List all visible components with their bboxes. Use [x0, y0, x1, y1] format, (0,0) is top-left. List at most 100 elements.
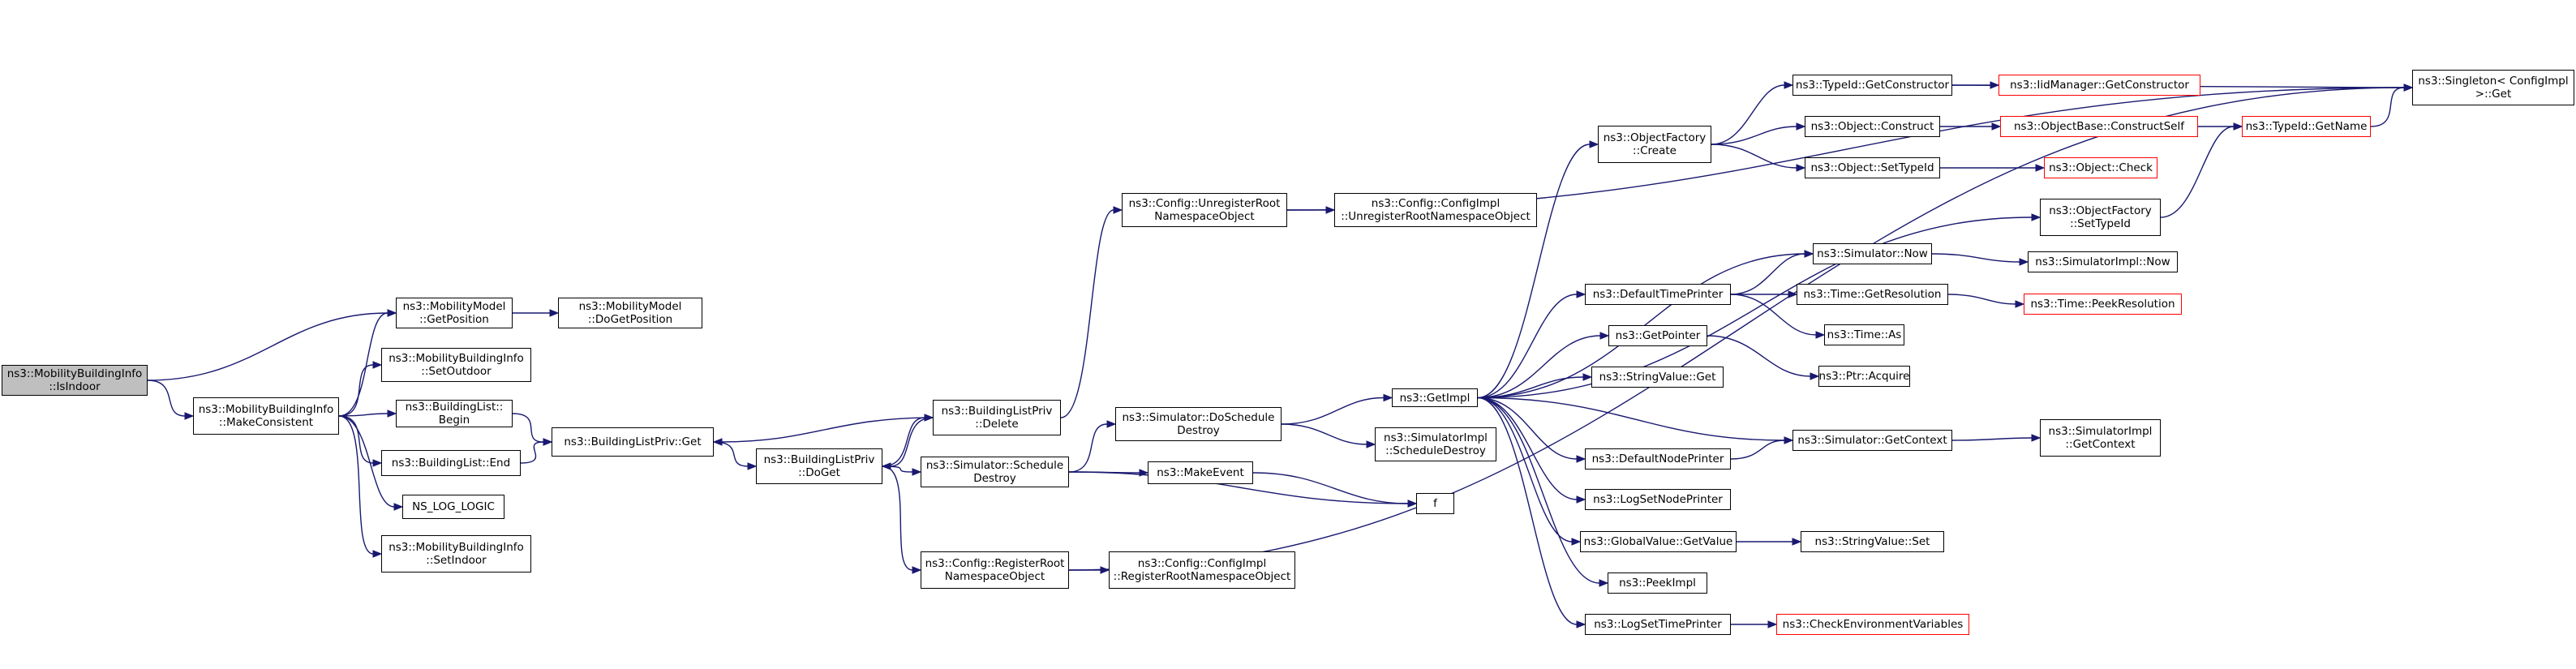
node-blbegin[interactable]: ns3::BuildingList::Begin	[396, 400, 513, 427]
edge-makeconsistent-to-getposition	[338, 312, 389, 417]
node-peekresolution[interactable]: ns3::Time::PeekResolution	[2024, 294, 2182, 315]
edge-getimpl-to-logsetnodeprinter	[1477, 397, 1578, 500]
node-stringvalueget[interactable]: ns3::StringValue::Get	[1591, 367, 1724, 388]
node-logsetnodeprinter[interactable]: ns3::LogSetNodePrinter	[1585, 489, 1731, 510]
node-singleton[interactable]: ns3::Singleton< ConfigImpl>::Get	[2412, 70, 2574, 105]
arrowhead-objconstruct-to-constructself	[1991, 122, 2002, 131]
arrowhead-getimpl-to-logsetnodeprinter	[1576, 495, 1586, 504]
arrowhead-doschedule-to-simimplsched	[1366, 440, 1376, 448]
node-timeas[interactable]: ns3::Time::As	[1824, 324, 1904, 345]
node-setindoor[interactable]: ns3::MobilityBuildingInfo::SetIndoor	[381, 535, 531, 573]
node-objcheck[interactable]: ns3::Object::Check	[2044, 157, 2157, 178]
node-blpdelete[interactable]: ns3::BuildingListPriv::Delete	[933, 400, 1061, 435]
node-getpointer[interactable]: ns3::GetPointer	[1608, 325, 1707, 346]
edge-unregroot-to-singleton	[1286, 87, 2405, 211]
node-getname[interactable]: ns3::TypeId::GetName	[2242, 116, 2371, 137]
node-globalvalue[interactable]: ns3::GlobalValue::GetValue	[1580, 531, 1737, 552]
node-label: Destroy	[1177, 424, 1220, 437]
node-simnow[interactable]: ns3::Simulator::Now	[1813, 243, 1932, 264]
edge-blpdelete-to-unregroot	[1060, 209, 1114, 418]
arrowhead-simgetcontext-to-simimplgetcontext	[2031, 434, 2041, 442]
arrowhead-ofcreate-to-getconstructor	[1784, 81, 1794, 89]
node-logsettimeprinter[interactable]: ns3::LogSetTimePrinter	[1585, 614, 1731, 635]
arrowhead-ofcreate-to-objsettypeid	[1796, 164, 1806, 172]
node-label: ns3::Singleton< ConfigImpl	[2418, 75, 2569, 88]
node-label: NamespaceObject	[1154, 210, 1255, 223]
node-objsettypeid[interactable]: ns3::Object::SetTypeId	[1805, 157, 1940, 178]
node-label: ns3::DefaultTimePrinter	[1592, 288, 1724, 301]
node-deftimeprinter[interactable]: ns3::DefaultTimePrinter	[1585, 284, 1731, 305]
node-label: Destroy	[973, 472, 1016, 485]
node-simimplsched[interactable]: ns3::SimulatorImpl::ScheduleDestroy	[1375, 427, 1496, 461]
node-getimpl[interactable]: ns3::GetImpl	[1392, 388, 1478, 407]
arrowhead-doschedule-to-getimpl	[1383, 393, 1393, 402]
node-getposition[interactable]: ns3::MobilityModel::GetPosition	[396, 298, 513, 328]
node-label: ::SetIndoor	[426, 554, 487, 567]
arrowhead-getimpl-to-peekimpl	[1599, 579, 1609, 587]
node-defnodeprinter[interactable]: ns3::DefaultNodePrinter	[1585, 448, 1731, 470]
node-stringvalueset[interactable]: ns3::StringValue::Set	[1801, 531, 1944, 552]
arrowhead-getimpl-to-ofsettypeid	[2031, 213, 2041, 221]
node-makeconsistent[interactable]: ns3::MobilityBuildingInfo::MakeConsisten…	[193, 397, 339, 435]
node-simgetcontext[interactable]: ns3::Simulator::GetContext	[1792, 430, 1952, 451]
node-f[interactable]: f	[1416, 493, 1454, 514]
edge-doschedule-to-getimpl	[1281, 397, 1385, 425]
node-label: ::DoGetPosition	[587, 313, 673, 326]
edge-blpdelete-to-blpdoget	[890, 417, 934, 467]
node-label: ns3::Config::UnregisterRoot	[1128, 197, 1281, 210]
edge-defnodeprinter-to-simgetcontext	[1730, 440, 1785, 460]
arrowhead-makeconsistent-to-setindoor	[372, 550, 383, 558]
edge-getimpl-to-ofsettypeid	[1477, 217, 2033, 399]
node-cfgreg[interactable]: ns3::Config::ConfigImpl::RegisterRootNam…	[1109, 551, 1295, 589]
arrowhead-getimpl-to-defnodeprinter	[1576, 455, 1586, 463]
node-label: ::SetOutdoor	[421, 365, 492, 378]
arrowhead-blpget-to-blpdoget	[747, 462, 758, 470]
node-label: ns3::BuildingList::	[405, 401, 504, 414]
edge-getname-to-singleton	[2370, 87, 2405, 127]
node-isindoor[interactable]: ns3::MobilityBuildingInfo::IsIndoor	[2, 365, 148, 396]
arrowhead-getname-to-singleton	[2403, 84, 2414, 92]
arrowhead-getpointer-to-ptracquire	[1810, 372, 1820, 380]
node-makeevent[interactable]: ns3::MakeEvent	[1148, 461, 1253, 484]
node-label: ns3::Time::GetResolution	[1803, 288, 1942, 301]
node-label: ns3::SimulatorImpl	[2048, 425, 2153, 438]
node-ofcreate[interactable]: ns3::ObjectFactory::Create	[1598, 126, 1711, 163]
node-getconstructor[interactable]: ns3::TypeId::GetConstructor	[1792, 75, 1952, 96]
node-label: ns3::Object::SetTypeId	[1810, 161, 1934, 174]
node-constructself[interactable]: ns3::ObjectBase::ConstructSelf	[2000, 116, 2198, 137]
node-label: ns3::LogSetTimePrinter	[1594, 618, 1722, 631]
node-ptracquire[interactable]: ns3::Ptr::Acquire	[1818, 366, 1910, 387]
node-peekimpl[interactable]: ns3::PeekImpl	[1608, 573, 1707, 594]
node-label: ::UnregisterRootNamespaceObject	[1341, 210, 1531, 223]
node-iidgetctor[interactable]: ns3::IidManager::GetConstructor	[1999, 75, 2200, 96]
node-label: ns3::BuildingListPriv::Get	[564, 435, 702, 448]
node-blpget[interactable]: ns3::BuildingListPriv::Get	[552, 427, 714, 457]
edge-blpget-to-blpdoget	[713, 441, 749, 467]
node-objconstruct[interactable]: ns3::Object::Construct	[1805, 116, 1940, 137]
node-label: ns3::Simulator::Now	[1817, 247, 1928, 260]
node-ofsettypeid[interactable]: ns3::ObjectFactory::SetTypeId	[2040, 199, 2161, 236]
edge-getimpl-to-stringvalueget	[1477, 376, 1584, 399]
node-label: >::Get	[2475, 88, 2512, 101]
node-cfgunreg[interactable]: ns3::Config::ConfigImpl::UnregisterRootN…	[1334, 193, 1537, 227]
node-simimplnow[interactable]: ns3::SimulatorImpl::Now	[2028, 251, 2178, 272]
node-dogetposition[interactable]: ns3::MobilityModel::DoGetPosition	[558, 298, 702, 328]
node-getresolution[interactable]: ns3::Time::GetResolution	[1797, 284, 1948, 305]
node-label: ::Create	[1633, 144, 1677, 157]
edge-makeevent-to-f	[1252, 472, 1409, 504]
node-blend[interactable]: ns3::BuildingList::End	[381, 450, 521, 476]
node-label: ns3::TypeId::GetName	[2245, 120, 2368, 133]
node-label: ns3::GetPointer	[1615, 329, 1701, 342]
node-label: ns3::SimulatorImpl	[1384, 431, 1488, 444]
node-simimplgetcontext[interactable]: ns3::SimulatorImpl::GetContext	[2040, 419, 2161, 457]
node-checkenv[interactable]: ns3::CheckEnvironmentVariables	[1776, 614, 1969, 635]
edge-simgetcontext-to-simimplgetcontext	[1951, 437, 2033, 441]
edge-ofcreate-to-objconstruct	[1711, 126, 1797, 145]
node-blpdoget[interactable]: ns3::BuildingListPriv::DoGet	[756, 448, 882, 484]
node-setoutdoor[interactable]: ns3::MobilityBuildingInfo::SetOutdoor	[381, 348, 531, 382]
node-nslog[interactable]: NS_LOG_LOGIC	[402, 495, 504, 519]
